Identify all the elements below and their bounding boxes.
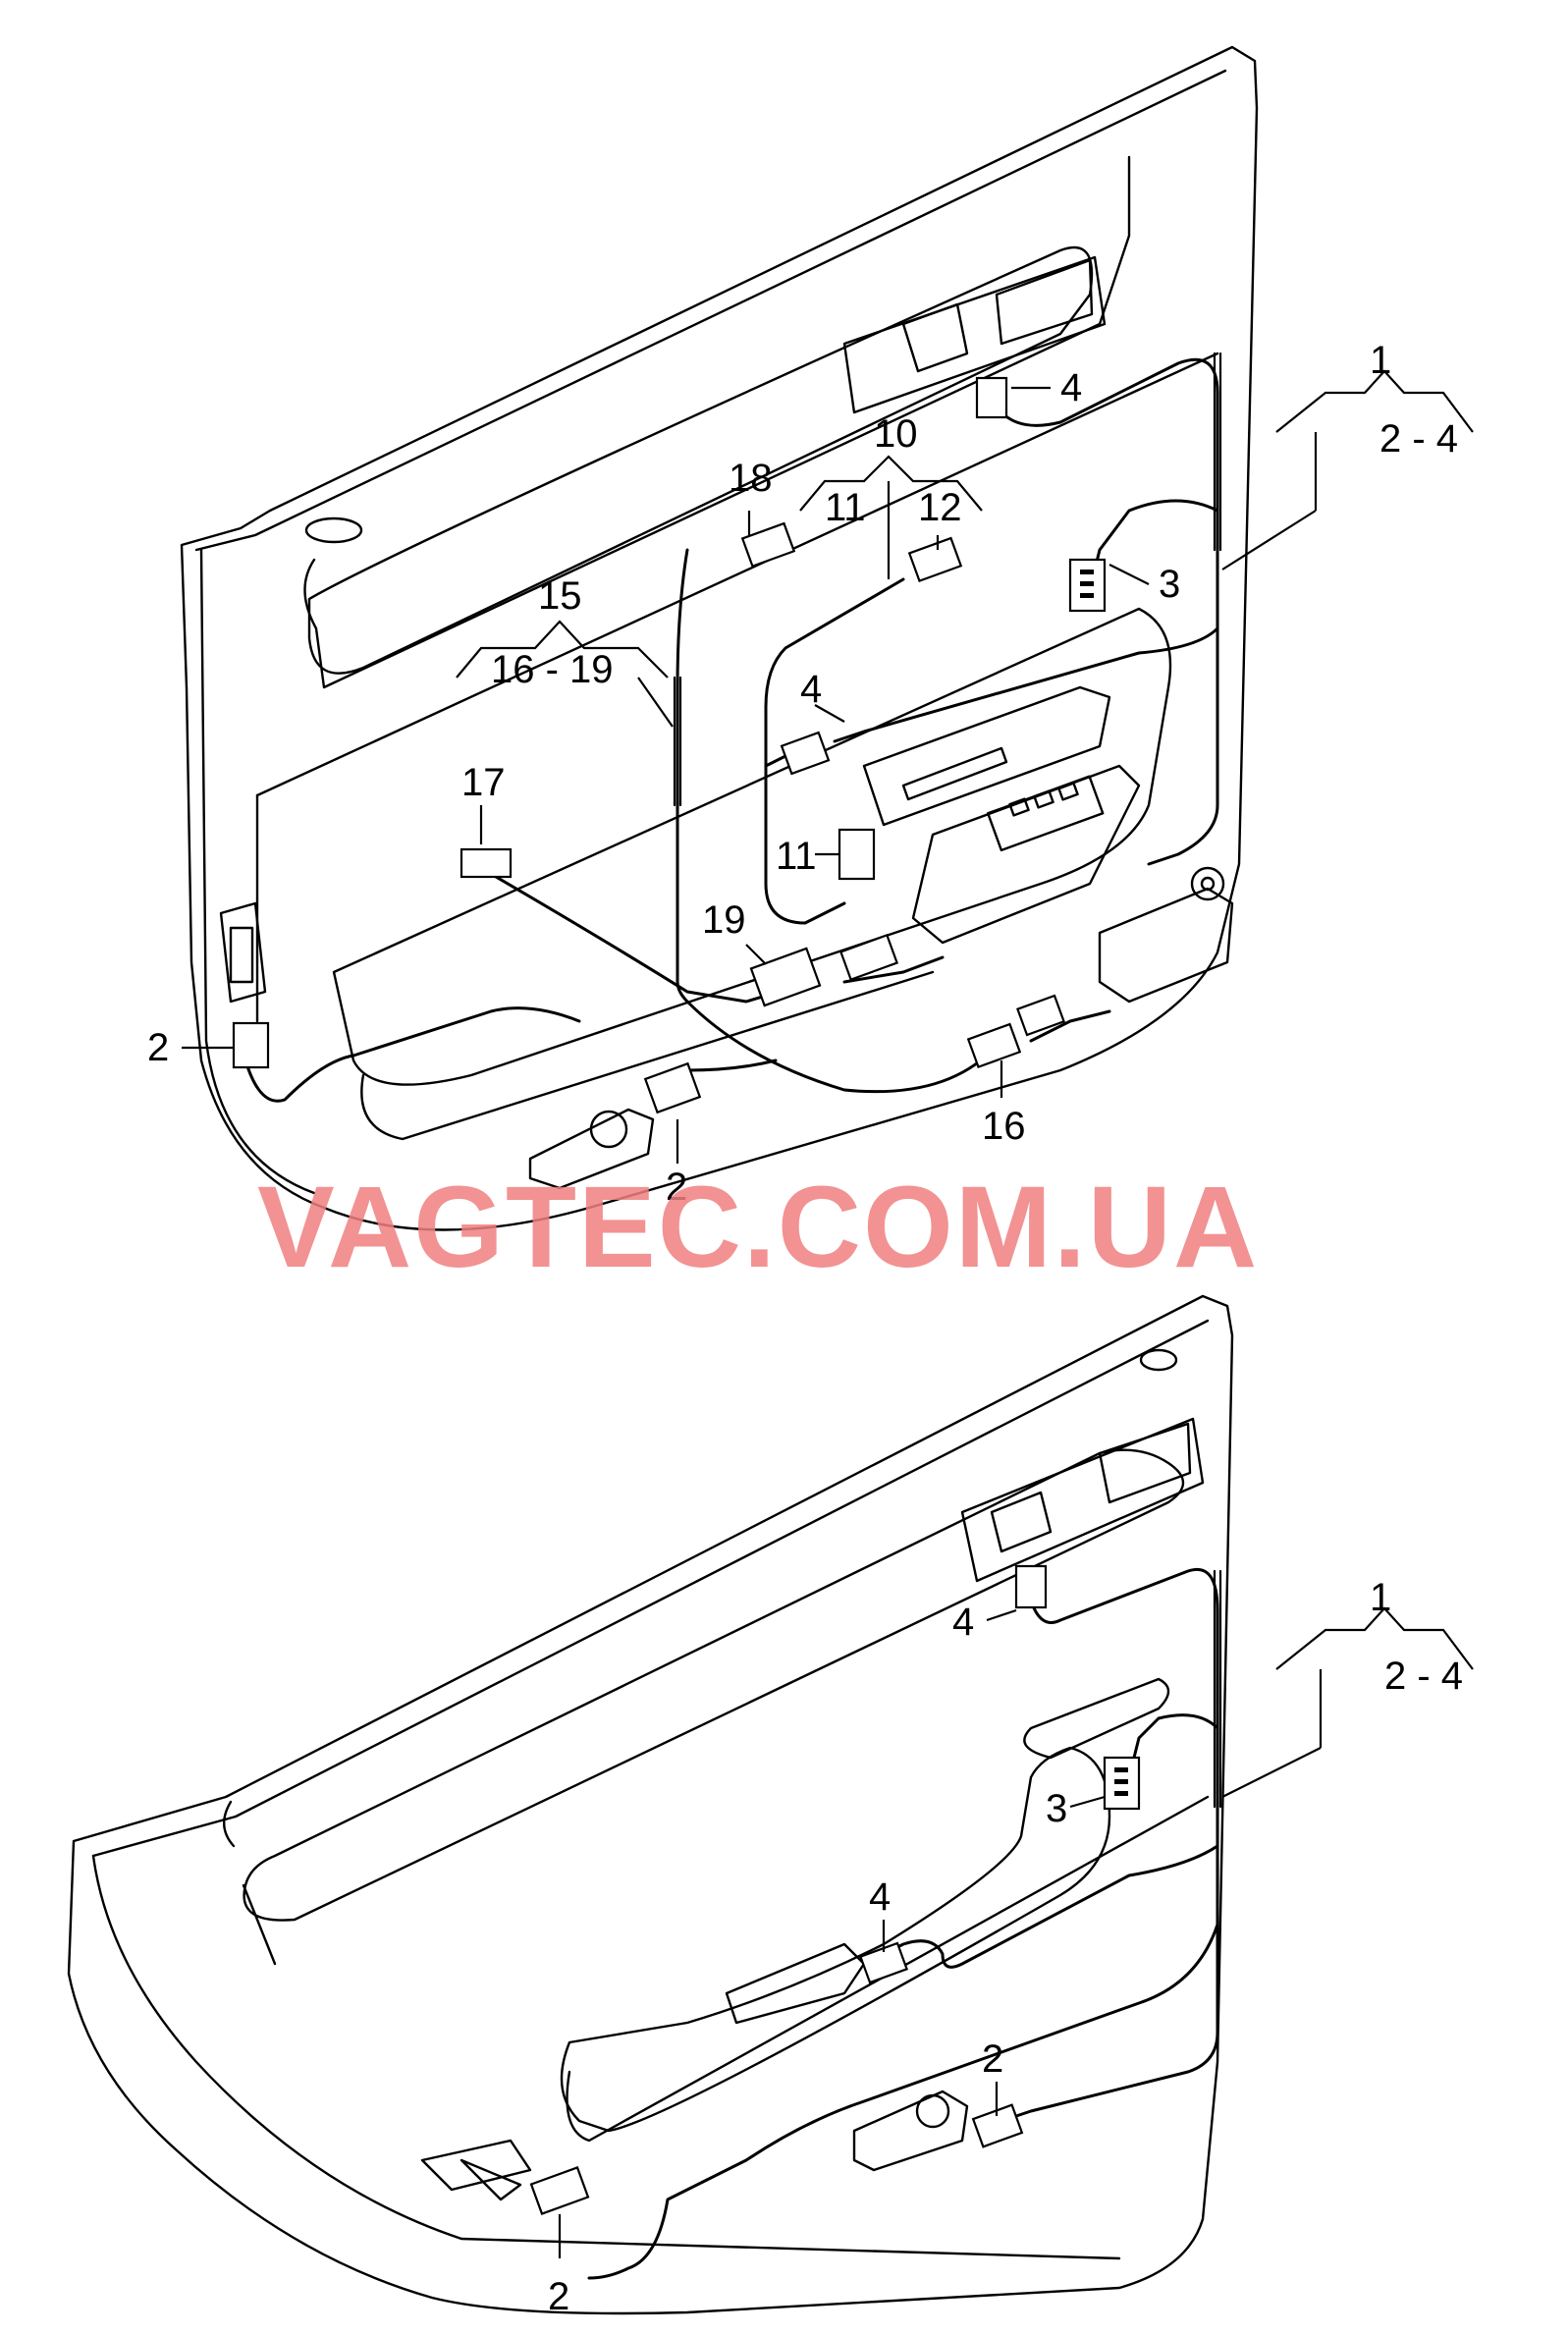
connector-2-left (232, 1021, 270, 1069)
connector-4-mid (780, 731, 831, 776)
callout-2-bottom: 2 (666, 1166, 687, 1209)
connector-12 (907, 536, 963, 583)
callout-4-mid: 4 (800, 668, 822, 711)
connector-19 (749, 947, 822, 1007)
rear-wiring-harness (587, 1568, 1222, 2280)
rear-callout-2-bottom: 2 (548, 2275, 569, 2318)
rear-connectors (529, 1564, 1141, 2215)
connector-2-bottom (643, 1061, 702, 1114)
callout-1: 1 (1370, 339, 1391, 382)
rear-callout-2-right: 2 (982, 2037, 1003, 2081)
rear-connector-2-right (971, 2103, 1024, 2148)
watermark: VAGTEC.COM.UA (257, 1163, 1259, 1292)
rear-callout-4: 4 (952, 1601, 974, 1644)
callout-range-2-4: 2 - 4 (1379, 417, 1458, 461)
connector-18 (740, 521, 796, 569)
callout-12: 12 (918, 486, 962, 529)
front-callouts: 1 2 - 4 4 3 10 11 12 18 15 16 - 19 4 17 … (147, 339, 1458, 1209)
connector-16 (966, 1022, 1022, 1069)
callout-2-left: 2 (147, 1026, 169, 1069)
rear-callout-3: 3 (1046, 1787, 1067, 1830)
rear-leaders (558, 1606, 1474, 2258)
connector-11-mid (838, 828, 876, 881)
rear-callout-4-mid: 4 (869, 1875, 891, 1919)
callout-11-mid: 11 (776, 835, 817, 878)
callout-19: 19 (702, 898, 746, 942)
callout-3: 3 (1159, 563, 1180, 606)
callout-16: 16 (982, 1105, 1026, 1148)
callout-17: 17 (461, 761, 506, 804)
rear-callout-range-2-4: 2 - 4 (1384, 1655, 1463, 1698)
callout-10: 10 (874, 412, 918, 456)
rear-connector-4-mid (859, 1941, 908, 1984)
connector-17 (460, 847, 513, 879)
rear-callouts: 1 2 - 4 4 3 4 2 2 (548, 1576, 1463, 2318)
callout-4: 4 (1060, 366, 1082, 409)
front-door-illustration (180, 45, 1259, 1231)
front-leaders (182, 369, 1474, 1164)
callout-15: 15 (538, 574, 582, 618)
front-wiring-harness (239, 352, 1222, 1103)
callout-range-16-19: 16 - 19 (491, 648, 614, 691)
front-door-outline (180, 45, 1259, 1231)
callout-11: 11 (825, 486, 866, 529)
connector-4-top (975, 376, 1008, 419)
rear-callout-1: 1 (1370, 1576, 1391, 1619)
rear-door-outline (67, 1294, 1234, 2315)
rear-connector-2-bottom (529, 2166, 590, 2215)
front-connectors (232, 376, 1107, 1114)
rear-connector-4-top (1014, 1564, 1048, 1609)
callout-18: 18 (729, 457, 773, 500)
